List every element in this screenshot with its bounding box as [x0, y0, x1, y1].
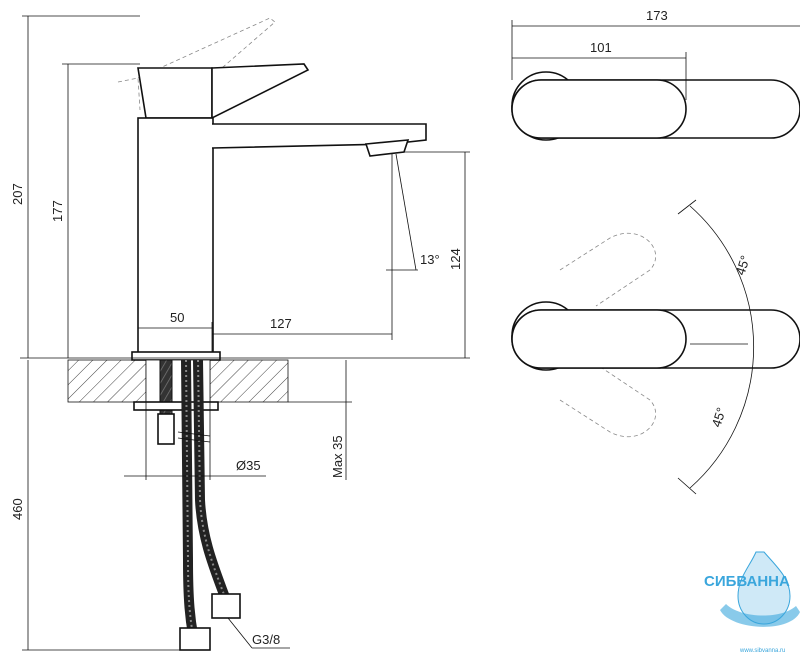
- dim-angle-upper: 45°: [733, 254, 753, 277]
- logo-url: www.sibvanna.ru: [739, 648, 785, 654]
- dim-outlet-height: 124: [448, 248, 463, 270]
- nut: [157, 413, 175, 445]
- washer: [133, 401, 219, 411]
- lever: [211, 63, 310, 120]
- hose-right: [193, 359, 231, 602]
- top-lever-cap: [511, 79, 687, 139]
- dim-total-height: 207: [10, 183, 25, 205]
- dim-base-width: 50: [170, 310, 184, 325]
- base-flange: [131, 351, 221, 361]
- dim-thread: G3/8: [252, 632, 280, 647]
- hose-nut-right: [211, 593, 241, 619]
- logo-name: СИБВАННА: [704, 573, 790, 590]
- rotation-lever-cap: [511, 309, 687, 369]
- countertop-right: [209, 359, 289, 403]
- lever-ghost: [117, 17, 276, 111]
- rotation-arc: [689, 205, 755, 489]
- handle-base: [137, 67, 213, 119]
- dim-hole-diameter: Ø35: [236, 458, 261, 473]
- dim-spout-reach: 127: [270, 316, 292, 331]
- dim-top-length: 173: [646, 8, 668, 23]
- top-view-rotation: 45° 45°: [511, 199, 800, 495]
- countertop-left: [67, 359, 147, 403]
- spout: [211, 123, 427, 149]
- dim-angle-lower: 45°: [709, 406, 729, 429]
- brand-logo: СИБВАННА www.sibvanna.ru: [704, 551, 800, 654]
- side-dimensions: 207 177 460 50 127 124 13° Ø35 Ma: [10, 15, 470, 651]
- dim-hose-length: 460: [10, 498, 25, 520]
- dim-spout-angle: 13°: [420, 252, 440, 267]
- side-view: [67, 17, 427, 651]
- dim-max-thickness: Max 35: [330, 435, 345, 478]
- hose-nut-left: [179, 627, 211, 651]
- dim-top-lever-length: 101: [590, 40, 612, 55]
- dim-spout-height: 177: [50, 200, 65, 222]
- top-view-closed: 173 101: [511, 8, 800, 141]
